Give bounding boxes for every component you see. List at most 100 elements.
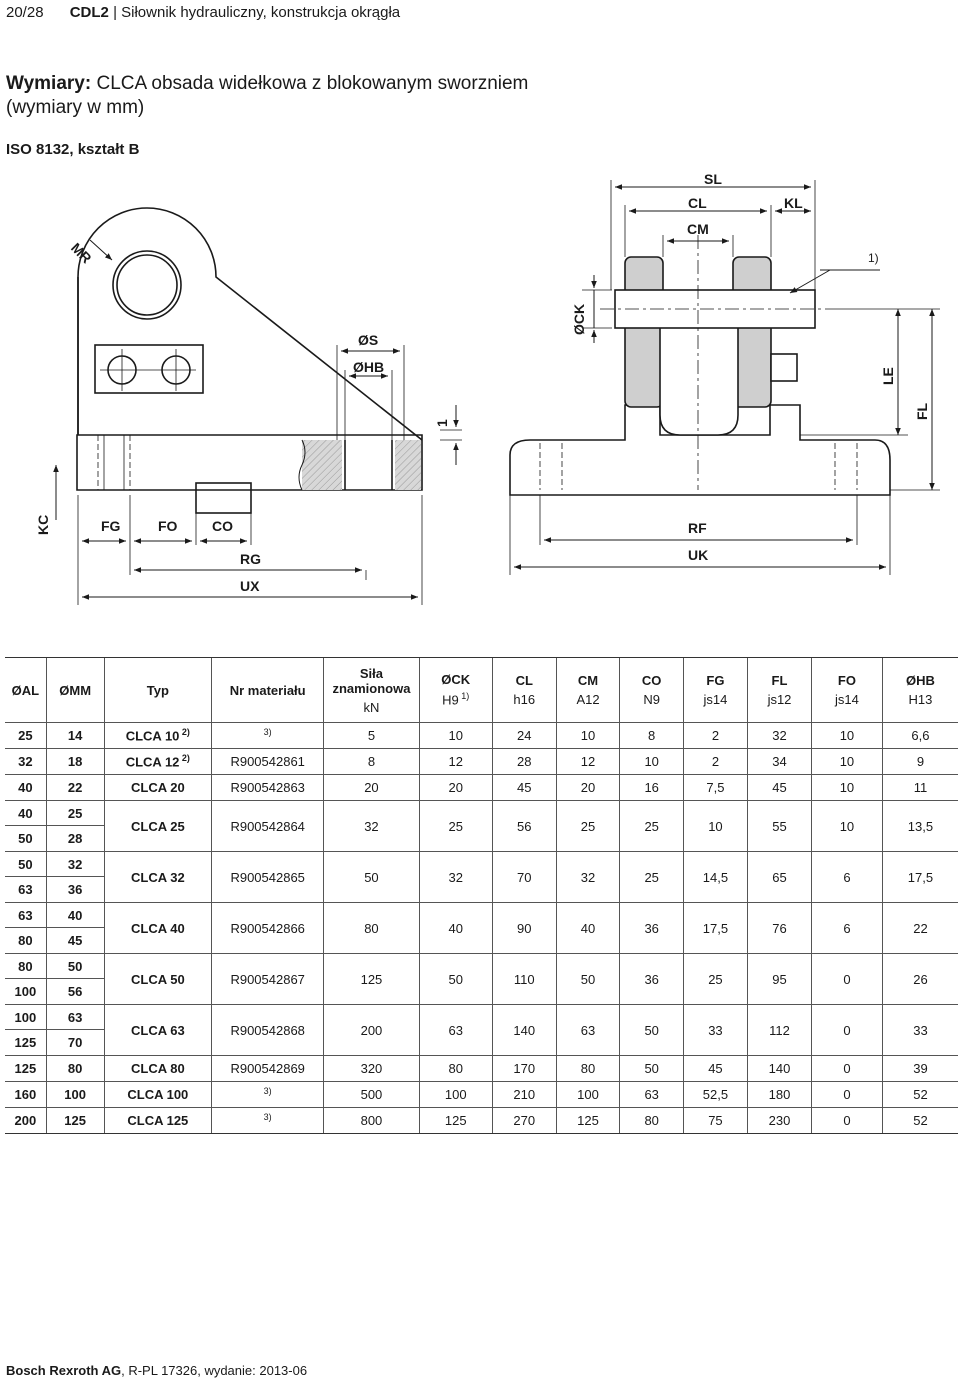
cell-value: 200: [323, 1004, 420, 1056]
label-rf: RF: [688, 520, 707, 536]
cell-value: 6,6: [881, 722, 958, 749]
cell-value: 110: [491, 953, 557, 1005]
cell-mm: 32: [45, 851, 105, 877]
label-co: CO: [212, 518, 233, 534]
cell-typ: CLCA 125: [103, 1107, 212, 1134]
cell-material-no: R900542864: [211, 800, 324, 852]
column-header: ØMM: [45, 657, 105, 723]
column-header: Nr materiału: [211, 657, 324, 723]
cell-value: 6: [810, 851, 883, 903]
cell-value: 90: [491, 902, 557, 954]
cell-value: 95: [747, 953, 812, 1005]
cell-value: 25: [418, 800, 493, 852]
cell-mm: 56: [45, 978, 105, 1005]
cell-value: 50: [619, 1004, 684, 1056]
cell-value: 11: [881, 774, 958, 801]
section-text: CLCA obsada widełkowa z blokowanym sworz…: [96, 73, 529, 94]
cell-value: 16: [619, 774, 684, 801]
cell-typ: CLCA 32: [103, 851, 212, 903]
cell-value: 125: [555, 1107, 620, 1134]
cell-value: 14,5: [682, 851, 748, 903]
cell-value: 32: [418, 851, 493, 903]
cell-al: 40: [5, 774, 47, 801]
cell-value: 40: [555, 902, 620, 954]
cell-value: 230: [747, 1107, 812, 1134]
cell-value: 65: [747, 851, 812, 903]
page-footer: Bosch Rexroth AG, R-PL 17326, wydanie: 2…: [6, 1363, 307, 1378]
cell-value: 10: [810, 722, 883, 749]
cell-mm: 70: [45, 1029, 105, 1056]
cell-value: 52: [881, 1081, 958, 1108]
cell-value: 5: [323, 722, 420, 749]
cell-value: 2: [682, 748, 748, 775]
cell-mm: 125: [45, 1107, 105, 1134]
cell-value: 17,5: [881, 851, 958, 903]
cell-material-no: R900542865: [211, 851, 324, 903]
cell-value: 12: [555, 748, 620, 775]
label-one: 1: [434, 419, 450, 427]
cell-al: 125: [5, 1029, 47, 1056]
cell-value: 56: [491, 800, 557, 852]
cell-value: 25: [682, 953, 748, 1005]
cell-mm: 14: [45, 722, 105, 749]
cell-typ: CLCA 50: [103, 953, 212, 1005]
section-label: Wymiary:: [6, 73, 92, 94]
cell-value: 63: [555, 1004, 620, 1056]
cell-value: 28: [491, 748, 557, 775]
cell-value: 80: [323, 902, 420, 954]
cell-value: 8: [323, 748, 420, 775]
cell-material-no: R900542866: [211, 902, 324, 954]
footer-company: Bosch Rexroth AG: [6, 1363, 122, 1378]
cell-value: 0: [810, 953, 883, 1005]
cell-typ: CLCA 10 2): [103, 722, 212, 749]
cell-material-no: R900542861: [211, 748, 324, 775]
cell-value: 39: [881, 1055, 958, 1082]
label-os: ØS: [358, 332, 378, 348]
cell-mm: 22: [45, 774, 105, 801]
cell-value: 320: [323, 1055, 420, 1082]
label-ux: UX: [240, 578, 260, 594]
cell-value: 45: [747, 774, 812, 801]
cell-value: 22: [881, 902, 958, 954]
cell-al: 125: [5, 1055, 47, 1082]
column-header: ØAL: [5, 657, 47, 723]
label-kc: KC: [35, 515, 51, 535]
cell-value: 0: [810, 1081, 883, 1108]
cell-value: 9: [881, 748, 958, 775]
cell-mm: 18: [45, 748, 105, 775]
cell-value: 270: [491, 1107, 557, 1134]
cell-value: 8: [619, 722, 684, 749]
cell-value: 112: [747, 1004, 812, 1056]
cell-mm: 25: [45, 800, 105, 826]
cell-material-no: R900542868: [211, 1004, 324, 1056]
cell-value: 13,5: [881, 800, 958, 852]
cell-value: 10: [418, 722, 493, 749]
cell-material-no: 3): [211, 722, 324, 749]
cell-al: 40: [5, 800, 47, 826]
cell-typ: CLCA 63: [103, 1004, 212, 1056]
cell-value: 75: [682, 1107, 748, 1134]
cell-value: 52: [881, 1107, 958, 1134]
unit-note: (wymiary w mm): [6, 97, 145, 118]
cell-value: 0: [810, 1055, 883, 1082]
cell-al: 63: [5, 902, 47, 928]
cell-typ: CLCA 12 2): [103, 748, 212, 775]
cell-value: 100: [418, 1081, 493, 1108]
cell-typ: CLCA 25: [103, 800, 212, 852]
cell-al: 80: [5, 953, 47, 979]
